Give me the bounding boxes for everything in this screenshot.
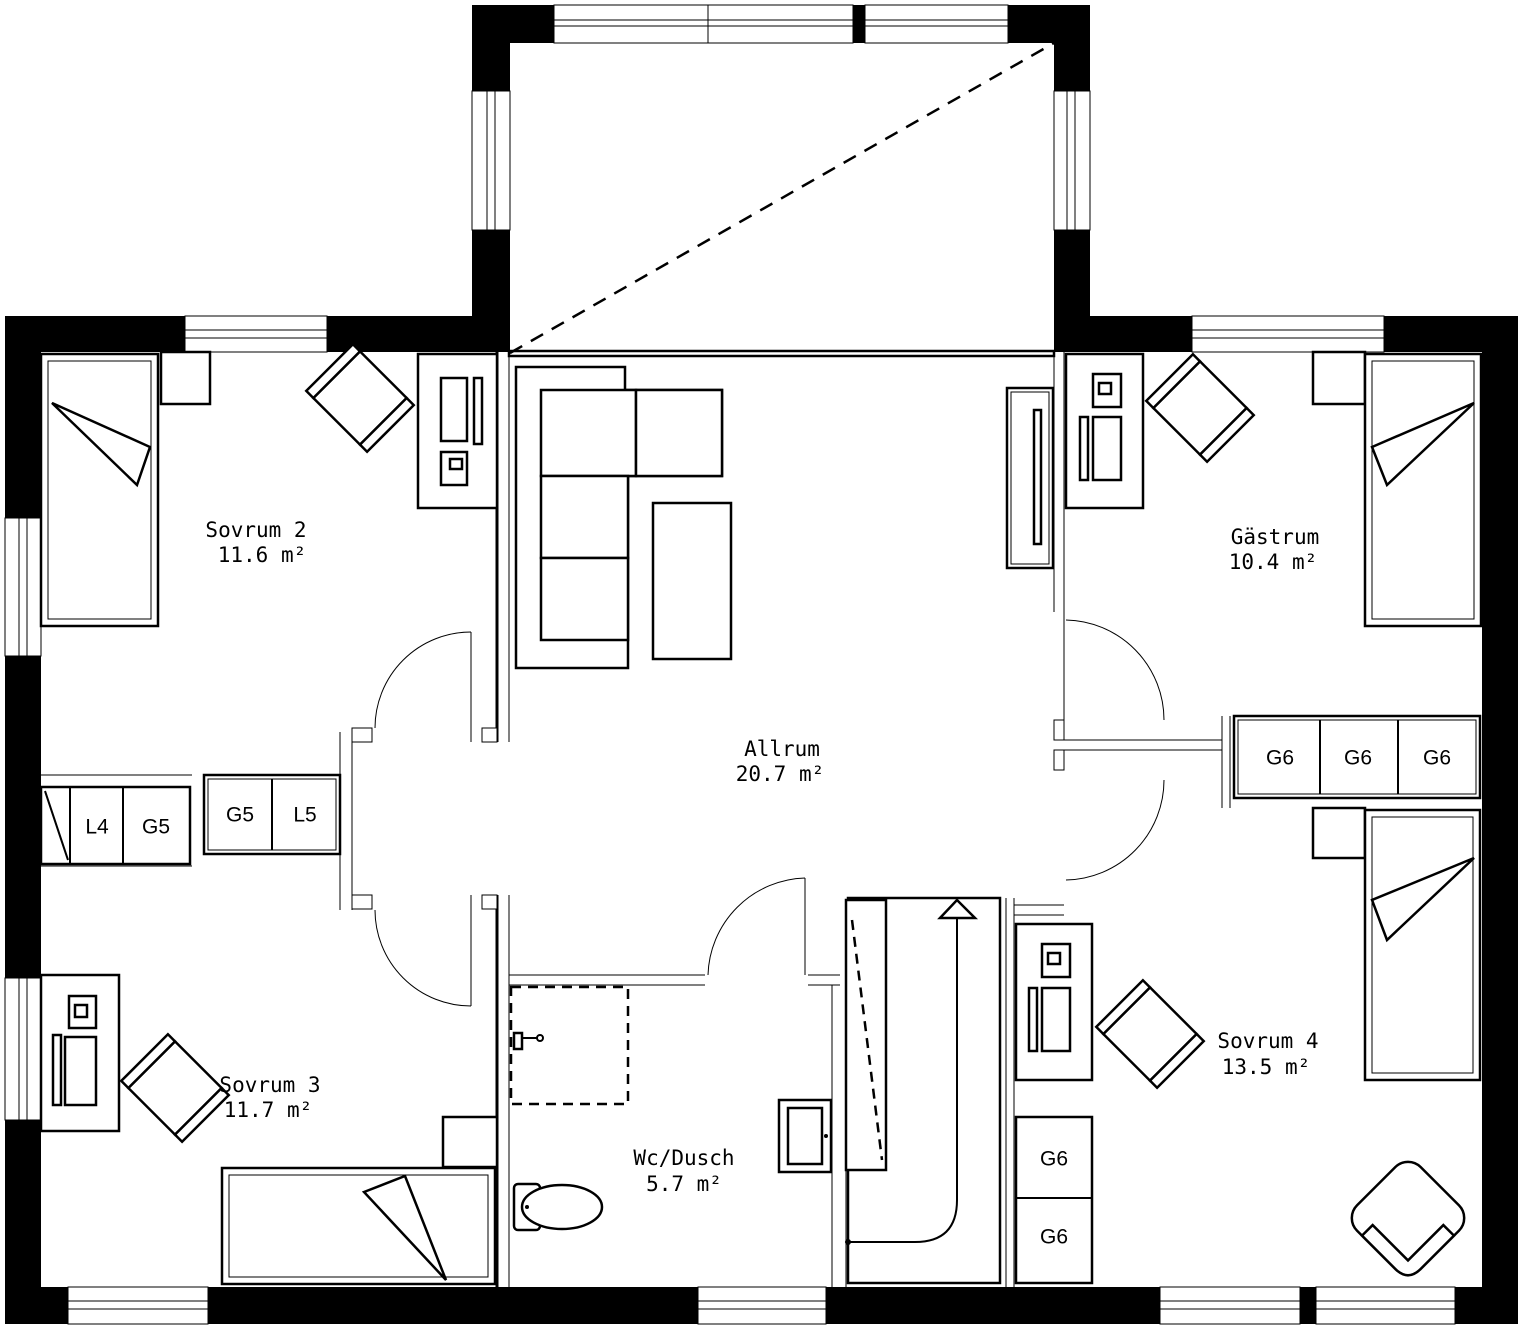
room-area-wcdusch: 5.7 m² — [646, 1172, 722, 1196]
room-name-sovrum4: Sovrum 4 — [1217, 1029, 1318, 1053]
storage-label-l4: L4 — [85, 816, 109, 839]
storage-label-g6-2: G6 — [1344, 747, 1372, 770]
storage-label-g6-lower-2: G6 — [1040, 1226, 1068, 1249]
nightstand-sovrum4 — [1311, 806, 1367, 860]
room-name-sovrum2: Sovrum 2 — [205, 518, 306, 542]
chair-sovrum2 — [304, 342, 416, 454]
bed-cover-fold-4 — [1370, 856, 1475, 943]
doors — [351, 612, 1165, 1007]
room-name-gastrum: Gästrum — [1231, 525, 1320, 549]
bed-sovrum4 — [1363, 808, 1482, 1082]
wardrobe-sovrum4 — [1014, 1115, 1094, 1285]
sovrum3-furniture — [39, 973, 499, 1286]
sovrum4-furniture: G6 G6 — [1014, 806, 1482, 1285]
door-swing-sovrum2 — [374, 631, 472, 729]
nightstand-sovrum2 — [159, 350, 212, 406]
tv-unit — [1005, 386, 1055, 570]
washbasin — [777, 1098, 833, 1174]
room-labels: Sovrum 2 11.6 m² Gästrum 10.4 m² Allrum … — [205, 518, 1319, 1196]
room-name-allrum: Allrum — [744, 737, 820, 761]
chair-sovrum4 — [1094, 978, 1206, 1090]
storage-right: G6 G6 G6 — [1232, 714, 1482, 800]
coffee-table — [651, 501, 733, 661]
storage-label-g6-lower-1: G6 — [1040, 1148, 1068, 1171]
bed-sovrum2 — [39, 352, 160, 628]
wc-fixtures — [509, 985, 833, 1232]
exterior-walls — [5, 5, 1518, 1324]
door-swing-wc — [707, 877, 806, 976]
closet-rail — [844, 898, 888, 1172]
bed-sovrum3 — [220, 1166, 497, 1286]
storage-label-g6-3: G6 — [1423, 747, 1451, 770]
chair-gastrum — [1144, 352, 1256, 464]
stair-arrow — [937, 898, 979, 920]
bay-opening — [507, 41, 1056, 358]
computer-sovrum2 — [439, 376, 469, 443]
room-area-gastrum: 10.4 m² — [1229, 550, 1318, 574]
chair-sovrum3 — [119, 1032, 231, 1144]
door-swing-sovrum3 — [374, 909, 472, 1007]
storage-label-g6-1: G6 — [1266, 747, 1294, 770]
room-area-sovrum3: 11.7 m² — [224, 1098, 313, 1122]
bed-cover-fold-g — [1370, 401, 1475, 488]
bed-cover-fold — [51, 401, 152, 488]
sovrum2-furniture — [39, 342, 499, 628]
shower-area — [509, 985, 630, 1106]
room-area-sovrum2: 11.6 m² — [218, 543, 307, 567]
gastrum-furniture — [1064, 350, 1483, 628]
room-area-sovrum4: 13.5 m² — [1222, 1055, 1311, 1079]
door-swing-sovrum4 — [1065, 779, 1165, 881]
door-swing-gastrum — [1065, 619, 1165, 721]
storage-label-l5: L5 — [293, 804, 316, 827]
room-name-sovrum3: Sovrum 3 — [219, 1073, 320, 1097]
bed-gastrum — [1363, 352, 1483, 628]
toilet — [512, 1182, 604, 1232]
storage-label-g5-mid: G5 — [226, 804, 254, 827]
armchair-sovrum4 — [1350, 1160, 1466, 1277]
room-area-allrum: 20.7 m² — [736, 762, 825, 786]
interior-walls — [41, 352, 1231, 1287]
nightstand-sovrum3 — [441, 1115, 499, 1169]
nightstand-gastrum — [1311, 350, 1367, 406]
windows — [4, 4, 1456, 1325]
room-name-wcdusch: Wc/Dusch — [633, 1146, 734, 1170]
stair-area — [844, 896, 1002, 1285]
allrum-furniture — [514, 365, 1055, 670]
storage-left: L4 G5 G5 L5 — [39, 773, 342, 866]
bed-cover-fold-3 — [361, 1174, 448, 1281]
storage-label-g5-left: G5 — [142, 816, 170, 839]
